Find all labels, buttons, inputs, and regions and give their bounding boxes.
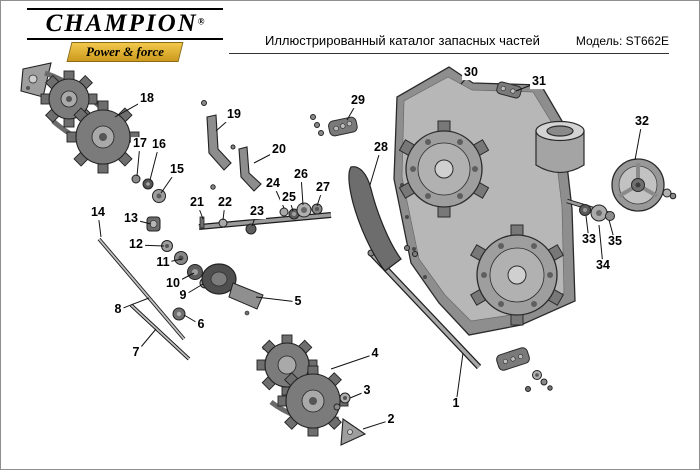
leader-line-9 [182,283,204,297]
auger-disc-lower [470,224,564,326]
leader-line-28 [369,147,382,186]
leader-line-22 [222,202,226,221]
auger-drive-shaft [367,249,482,370]
leader-line-34 [598,224,604,267]
leader-line-19 [215,114,235,132]
leader-line-3 [349,390,368,399]
washer-stack-15-17 [131,174,166,203]
leader-line-26 [300,174,304,206]
header-title-bar: Иллюстрированный каталог запасных частей… [229,1,669,54]
bracket-19 [201,100,232,171]
auger-disc-upper [398,120,490,218]
logo-rule-bottom [27,38,223,41]
leader-line-12 [135,244,165,247]
leader-line-33 [585,215,590,241]
leader-line-35 [608,219,616,243]
leader-line-32 [634,121,643,161]
exploded-view-svg [20,62,677,446]
leader-line-7 [135,328,157,354]
leader-line-24 [272,183,285,209]
logo-name: CHAMPION [45,10,198,37]
leader-line-15 [160,169,178,194]
misc-fasteners [404,245,418,257]
auger-cross-shaft [198,202,332,235]
leader-line-27 [316,187,324,207]
logo-wordmark: CHAMPION® [27,10,223,37]
drive-pulley [611,158,677,212]
page-title: Иллюстрированный каталог запасных частей [264,33,540,48]
leader-line-5 [255,296,299,303]
leader-line-25 [288,197,294,212]
leader-line-14 [97,212,102,238]
leader-line-20 [253,149,280,164]
mount-plate-31 [496,81,522,99]
leader-line-4 [330,353,376,370]
auger-rake-left [20,62,140,174]
gearbox-assembly [146,216,264,321]
leader-line-17 [136,143,141,177]
scraper-vane [348,166,402,272]
registered-mark-icon: ® [197,16,205,27]
bottom-right-hardware [496,347,553,392]
impeller-shaft-washers [566,198,615,222]
cover-plate-29 [310,114,358,137]
leader-line-1 [455,352,464,405]
model-label: Модель: ST662E [575,34,669,48]
chute-base [535,120,585,174]
tension-rods [97,237,191,361]
leader-line-6 [183,314,202,326]
leader-line-16 [149,144,160,181]
champion-logo: CHAMPION® Power & force [27,8,223,63]
auger-rake-bottom [256,334,367,446]
logo-rule-top [27,8,223,10]
leader-line-2 [362,419,392,430]
bracket-20 [210,144,262,192]
